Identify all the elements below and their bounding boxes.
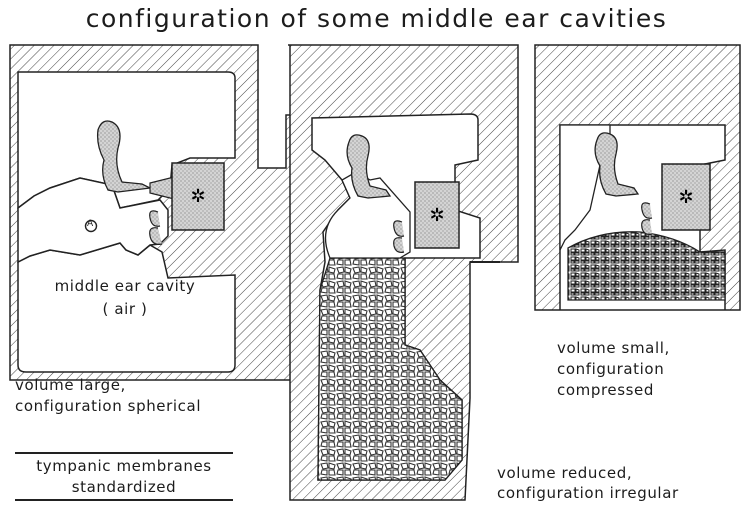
ossicle-right xyxy=(595,133,638,196)
panel-compressed-cavity: ✲ xyxy=(535,45,740,310)
footnote-line1: tympanic membranes xyxy=(15,457,233,476)
caption-reduced-line2: configuration irregular xyxy=(497,484,679,503)
diagram-title: configuration of some middle ear cavitie… xyxy=(0,4,753,33)
caption-large-line1: volume large, xyxy=(15,376,126,395)
caption-large-line2: configuration spherical xyxy=(15,397,201,416)
svg-text:✲: ✲ xyxy=(678,187,693,208)
footnote-line2: standardized xyxy=(15,478,233,497)
caption-small-line2: configuration xyxy=(557,360,664,379)
footnote-rule-top xyxy=(15,452,233,454)
svg-text:✲: ✲ xyxy=(190,186,205,207)
caption-reduced-line1: volume reduced, xyxy=(497,464,632,483)
cavity-label-name: middle ear cavity xyxy=(20,277,230,296)
ossicle xyxy=(98,121,150,192)
footnote-rule-bottom xyxy=(15,499,233,501)
panel-large-cavity: ✲ xyxy=(10,45,300,380)
caption-small-line3: compressed xyxy=(557,381,654,400)
svg-text:✲: ✲ xyxy=(429,205,444,226)
caption-small-line1: volume small, xyxy=(557,339,670,358)
marker-label: A xyxy=(87,219,93,229)
cavity-label-air: ( air ) xyxy=(20,300,230,319)
panel-irregular-cavity: ✲ xyxy=(288,45,518,500)
